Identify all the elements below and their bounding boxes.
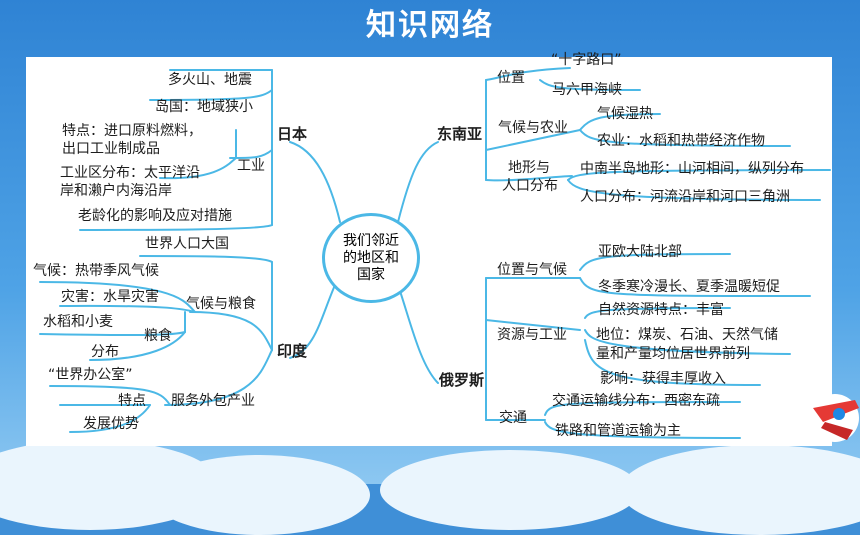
- japan-aging: 老龄化的影响及应对措施: [78, 208, 232, 224]
- russia-impact: 影响：获得丰厚收入: [600, 371, 726, 387]
- russia-climate: 冬季寒冷漫长、夏季温暖短促: [598, 279, 780, 295]
- russia-status-cont: 量和产量均位居世界前列: [596, 346, 750, 362]
- japan-feature-cont: 出口工业制成品: [62, 141, 160, 157]
- russia-resource: 自然资源特点：丰富: [598, 302, 724, 318]
- sea-climate: 气候湿热: [597, 106, 653, 122]
- russia-location: 位置与气候: [497, 262, 567, 278]
- japan-island: 岛国：地域狭小: [155, 99, 253, 115]
- japan-volcano: 多火山、地震: [168, 72, 252, 88]
- center-line: 我们邻近: [343, 232, 399, 249]
- japan-industry: 工业: [237, 158, 265, 174]
- japan-feature: 特点：进口原料燃料，: [62, 123, 202, 139]
- india-advantage: 发展优势: [83, 416, 139, 432]
- sea-strait: 马六甲海峡: [552, 82, 622, 98]
- center-node: 我们邻近 的地区和 国家: [322, 213, 420, 303]
- airplane-icon: [811, 394, 859, 442]
- india-outsourcing: 服务外包产业: [171, 393, 255, 409]
- india-climate: 气候：热带季风气候: [33, 263, 159, 279]
- india-population: 世界人口大国: [145, 236, 229, 252]
- connector-lines: [39, 67, 831, 439]
- russia-hub: 俄罗斯: [439, 371, 485, 389]
- center-line: 国家: [357, 266, 385, 283]
- sea-population: 人口分布：河流沿岸和河口三角洲: [580, 189, 790, 205]
- sea-terrain-pop-cont: 人口分布: [502, 178, 558, 194]
- india-food: 粮食: [144, 328, 172, 344]
- russia-status: 地位：煤炭、石油、天然气储: [596, 327, 778, 343]
- india-crops: 水稻和小麦: [43, 314, 113, 330]
- india-hub: 印度: [277, 342, 308, 360]
- japan-industry-region-cont: 岸和濑户内海沿岸: [60, 183, 172, 199]
- india-climate-food: 气候与粮食: [186, 296, 256, 312]
- japan-hub: 日本: [277, 125, 308, 143]
- russia-resource-industry: 资源与工业: [497, 327, 567, 343]
- sea-crossroads: “十字路口”: [551, 52, 622, 68]
- sea-climate-agri: 气候与农业: [498, 120, 568, 136]
- sea-terrain: 中南半岛地形：山河相间，纵列分布: [580, 161, 804, 177]
- russia-transport-dist: 交通运输线分布：西密东疏: [552, 393, 720, 409]
- india-distribution: 分布: [91, 344, 119, 360]
- russia-transport-mode: 铁路和管道运输为主: [555, 423, 681, 439]
- page-title: 知识网络: [366, 8, 494, 43]
- center-line: 的地区和: [343, 249, 399, 266]
- india-feature: 特点: [118, 393, 146, 409]
- russia-transport: 交通: [499, 410, 527, 426]
- russia-north: 亚欧大陆北部: [598, 244, 682, 260]
- sea-agriculture: 农业：水稻和热带经济作物: [597, 133, 765, 149]
- japan-industry-region: 工业区分布：太平洋沿: [60, 165, 200, 181]
- india-disaster: 灾害：水旱灾害: [61, 289, 159, 305]
- india-world-office: “世界办公室”: [48, 367, 133, 383]
- sea-hub: 东南亚: [437, 125, 483, 143]
- mindmap-panel: [26, 57, 832, 446]
- sea-location: 位置: [497, 70, 525, 86]
- sea-terrain-pop: 地形与: [508, 160, 550, 176]
